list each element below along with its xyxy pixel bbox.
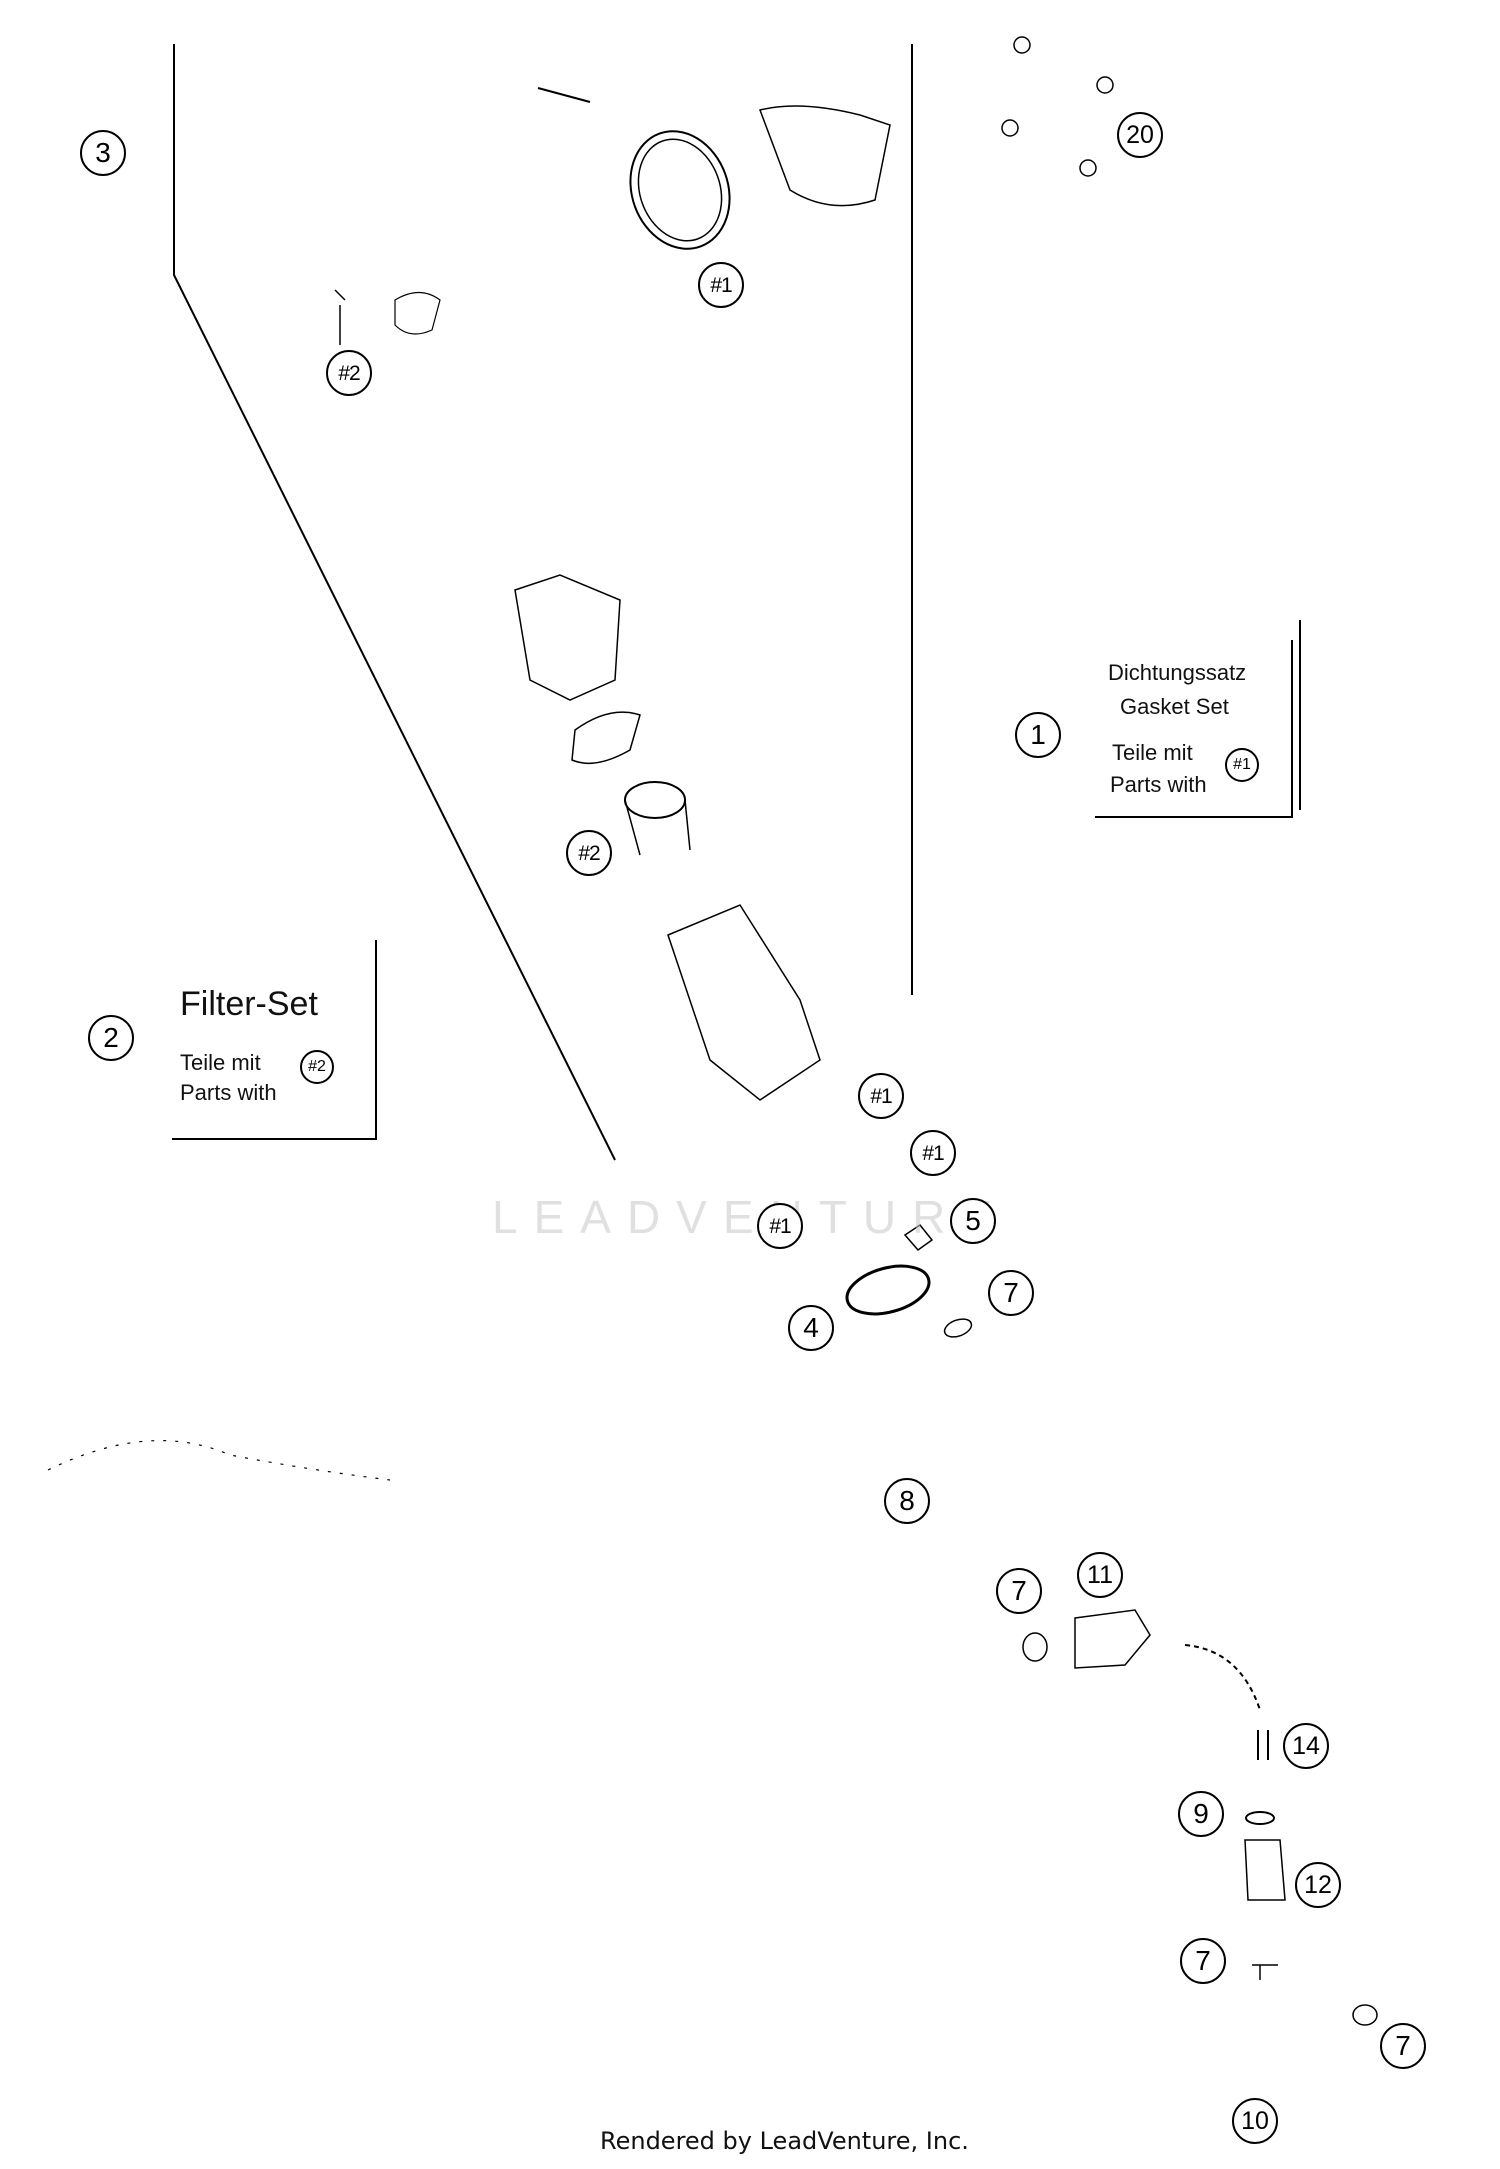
callout-ref-1-top[interactable]: #1: [698, 262, 744, 308]
hose-part: [47, 1440, 391, 1481]
gasket-kit-box: [1095, 640, 1293, 818]
filter-kit-title: Filter-Set: [180, 985, 318, 1023]
assembly-outline: [173, 44, 913, 1161]
pump-housing-part: [667, 904, 821, 1101]
filter-kit-box: [172, 940, 377, 1140]
pump-flange-part: [759, 105, 891, 207]
footer-credit: Rendered by LeadVenture, Inc.: [600, 2127, 969, 2155]
gasket-kit-line-en: Parts with: [1110, 772, 1207, 797]
callout-ref-1-b[interactable]: #1: [910, 1130, 956, 1176]
watermark: LEADVENTURE: [492, 1191, 1008, 1243]
filter-kit-ref: #2: [300, 1050, 334, 1084]
callout-2[interactable]: 2: [88, 1015, 134, 1061]
callout-7-c[interactable]: 7: [1180, 1938, 1226, 1984]
callout-3[interactable]: 3: [80, 130, 126, 176]
callout-14[interactable]: 14: [1283, 1723, 1329, 1769]
gasket-kit-title-de: Dichtungssatz: [1108, 660, 1247, 685]
callout-12[interactable]: 12: [1295, 1862, 1341, 1908]
callout-ref-1-c[interactable]: #1: [757, 1203, 803, 1249]
callout-10[interactable]: 10: [1232, 2098, 1278, 2144]
callout-5[interactable]: 5: [950, 1198, 996, 1244]
gasket-kit-ref: #1: [1225, 748, 1259, 782]
callout-11[interactable]: 11: [1077, 1552, 1123, 1598]
callout-4[interactable]: 4: [788, 1305, 834, 1351]
callout-7-b[interactable]: 7: [996, 1568, 1042, 1614]
clamp-ring-part: [629, 130, 731, 250]
callout-ref-2-left[interactable]: #2: [326, 350, 372, 396]
callout-ref-1-a[interactable]: #1: [858, 1073, 904, 1119]
fuel-pump-part: [514, 574, 621, 701]
callout-7-a[interactable]: 7: [988, 1270, 1034, 1316]
callout-20[interactable]: 20: [1117, 112, 1163, 158]
filter-part: [624, 781, 686, 819]
callout-9[interactable]: 9: [1178, 1791, 1224, 1837]
filter-kit-line-en: Parts with: [180, 1080, 277, 1105]
gasket-kit-title-en: Gasket Set: [1120, 694, 1229, 719]
screw-part: [1013, 36, 1031, 54]
callout-ref-2-mid[interactable]: #2: [566, 830, 612, 876]
filter-kit-line-de: Teile mit: [180, 1050, 261, 1075]
seal-part: [845, 1264, 931, 1316]
valve-part: [1244, 1839, 1286, 1901]
callout-7-d[interactable]: 7: [1380, 2023, 1426, 2069]
callout-8[interactable]: 8: [884, 1478, 930, 1524]
callout-1[interactable]: 1: [1015, 712, 1061, 758]
gasket-kit-line-de: Teile mit: [1112, 740, 1193, 765]
